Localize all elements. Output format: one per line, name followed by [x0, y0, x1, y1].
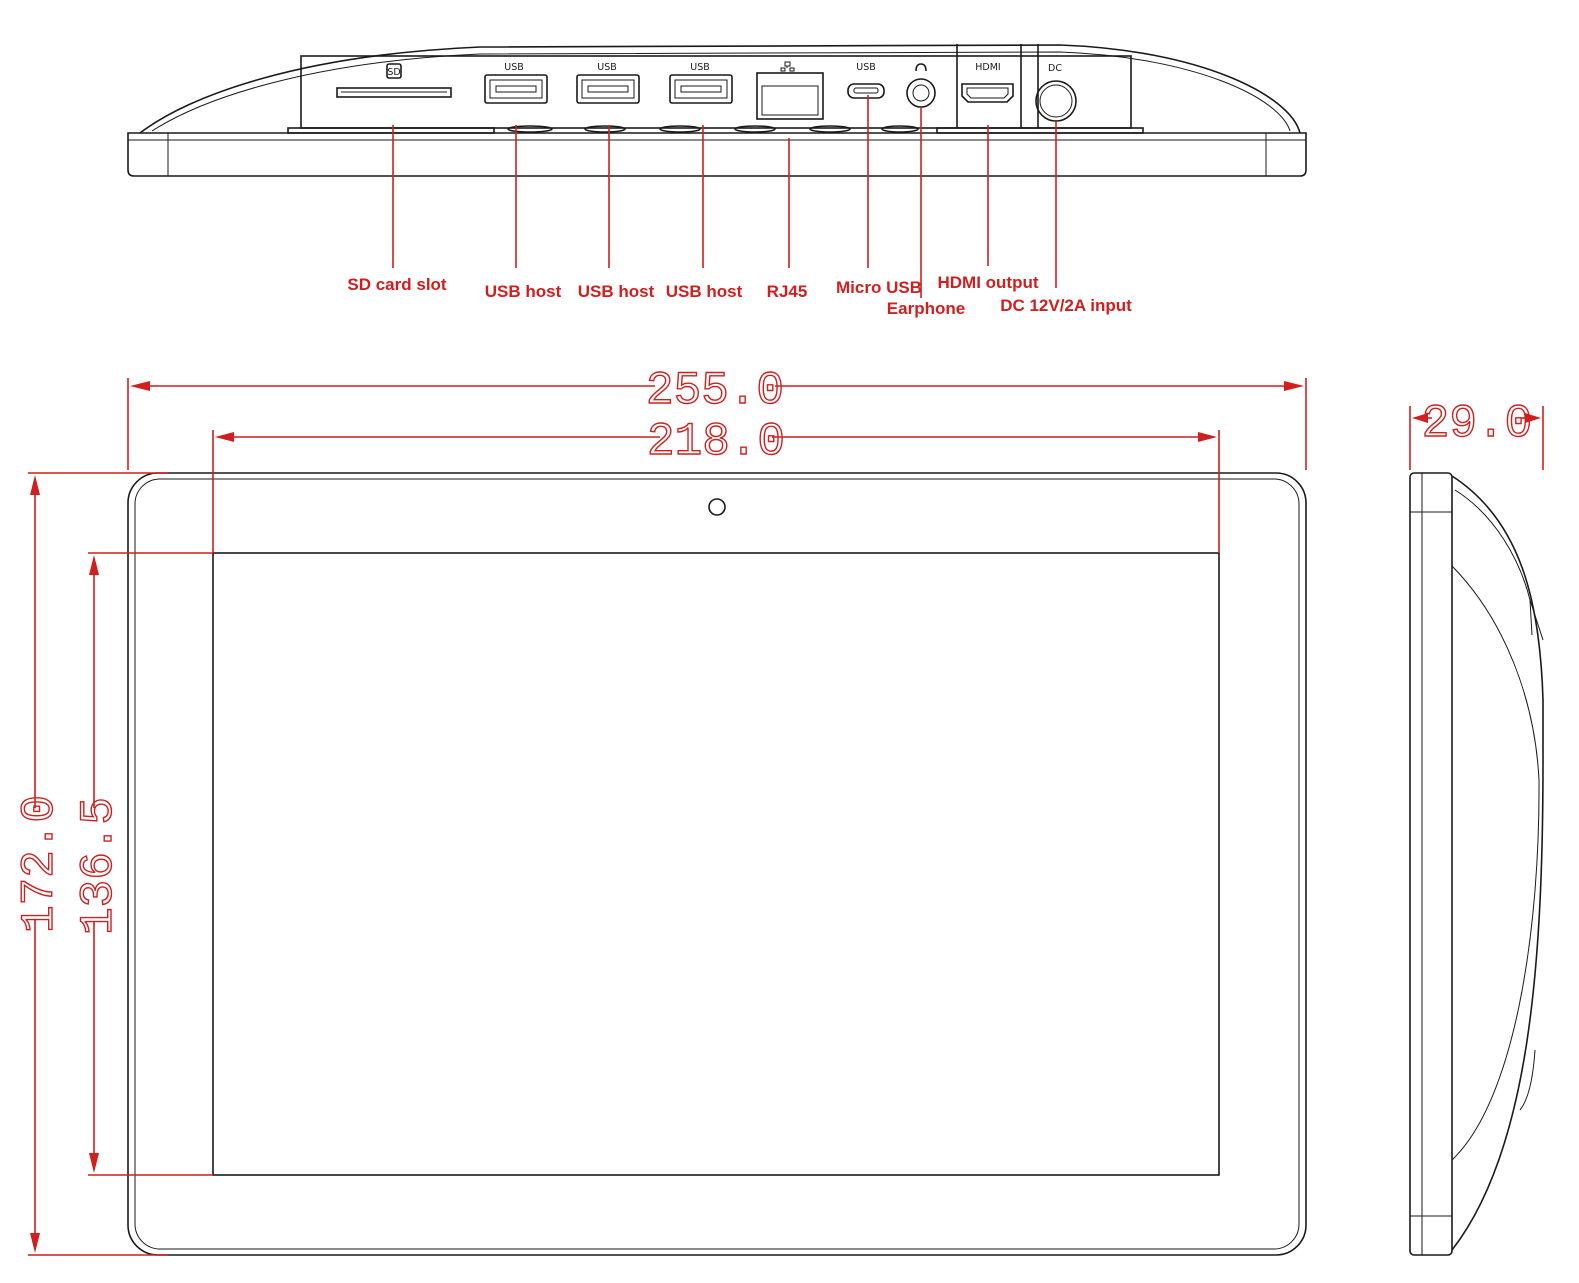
usb-port-1: USB — [484, 62, 548, 104]
side-bezel — [1409, 472, 1453, 1256]
usb-port-2-label: USB — [597, 62, 617, 73]
bezel-bar — [127, 132, 1307, 177]
callout-sd-card-slot: SD card slot — [347, 275, 447, 294]
callout-hdmi-output: HDMI output — [937, 273, 1038, 292]
dim-overall-width: 255.0 — [127, 364, 1307, 470]
callout-dc-input: DC 12V/2A input — [1000, 296, 1132, 315]
top-view: SD USB USB USB — [127, 44, 1307, 318]
side-view — [1409, 472, 1544, 1256]
sd-slot: SD — [336, 63, 452, 98]
callout-micro-usb: Micro USB — [836, 278, 922, 297]
micro-usb-label: USB — [856, 62, 876, 73]
usb-port-3: USB — [669, 62, 733, 104]
dim-screen-width: 218.0 — [212, 415, 1220, 553]
headphone-icon — [915, 63, 927, 72]
hdmi-port: HDMI — [961, 62, 1014, 103]
dim-depth: 29.0 — [1409, 397, 1544, 470]
callout-earphone: Earphone — [887, 299, 965, 318]
callout-rj45: RJ45 — [767, 282, 808, 301]
callout-usb-host-1: USB host — [485, 282, 562, 301]
dim-screen-height-text: 136.5 — [73, 797, 125, 935]
camera — [708, 498, 726, 516]
callout-usb-host-3: USB host — [666, 282, 743, 301]
usb-port-3-label: USB — [690, 62, 710, 73]
rj45-port — [756, 61, 824, 120]
micro-usb-port: USB — [847, 62, 885, 99]
dc-label: DC — [1048, 63, 1062, 74]
port-panel — [300, 55, 1132, 129]
usb-port-2: USB — [576, 62, 640, 104]
callout-leaders — [392, 95, 1057, 298]
callout-usb-host-2: USB host — [578, 282, 655, 301]
dim-screen-height: 136.5 — [72, 552, 213, 1176]
dc-jack: DC — [1035, 63, 1077, 122]
dim-overall-width-text: 255.0 — [646, 365, 784, 417]
sd-icon-label: SD — [387, 67, 400, 78]
dim-depth-text: 29.0 — [1422, 398, 1532, 450]
device-outline — [127, 472, 1307, 1256]
dim-overall-height-text: 172.0 — [14, 795, 66, 933]
usb-port-1-label: USB — [504, 62, 524, 73]
earphone-jack — [906, 63, 936, 108]
front-view — [127, 472, 1307, 1256]
screen-area — [212, 552, 1220, 1176]
housing-curve — [139, 44, 1301, 134]
network-icon — [780, 61, 795, 72]
dim-screen-width-text: 218.0 — [647, 416, 785, 468]
dim-overall-height: 172.0 — [13, 472, 168, 1256]
hdmi-label: HDMI — [975, 62, 1000, 73]
side-housing — [1451, 475, 1544, 1251]
